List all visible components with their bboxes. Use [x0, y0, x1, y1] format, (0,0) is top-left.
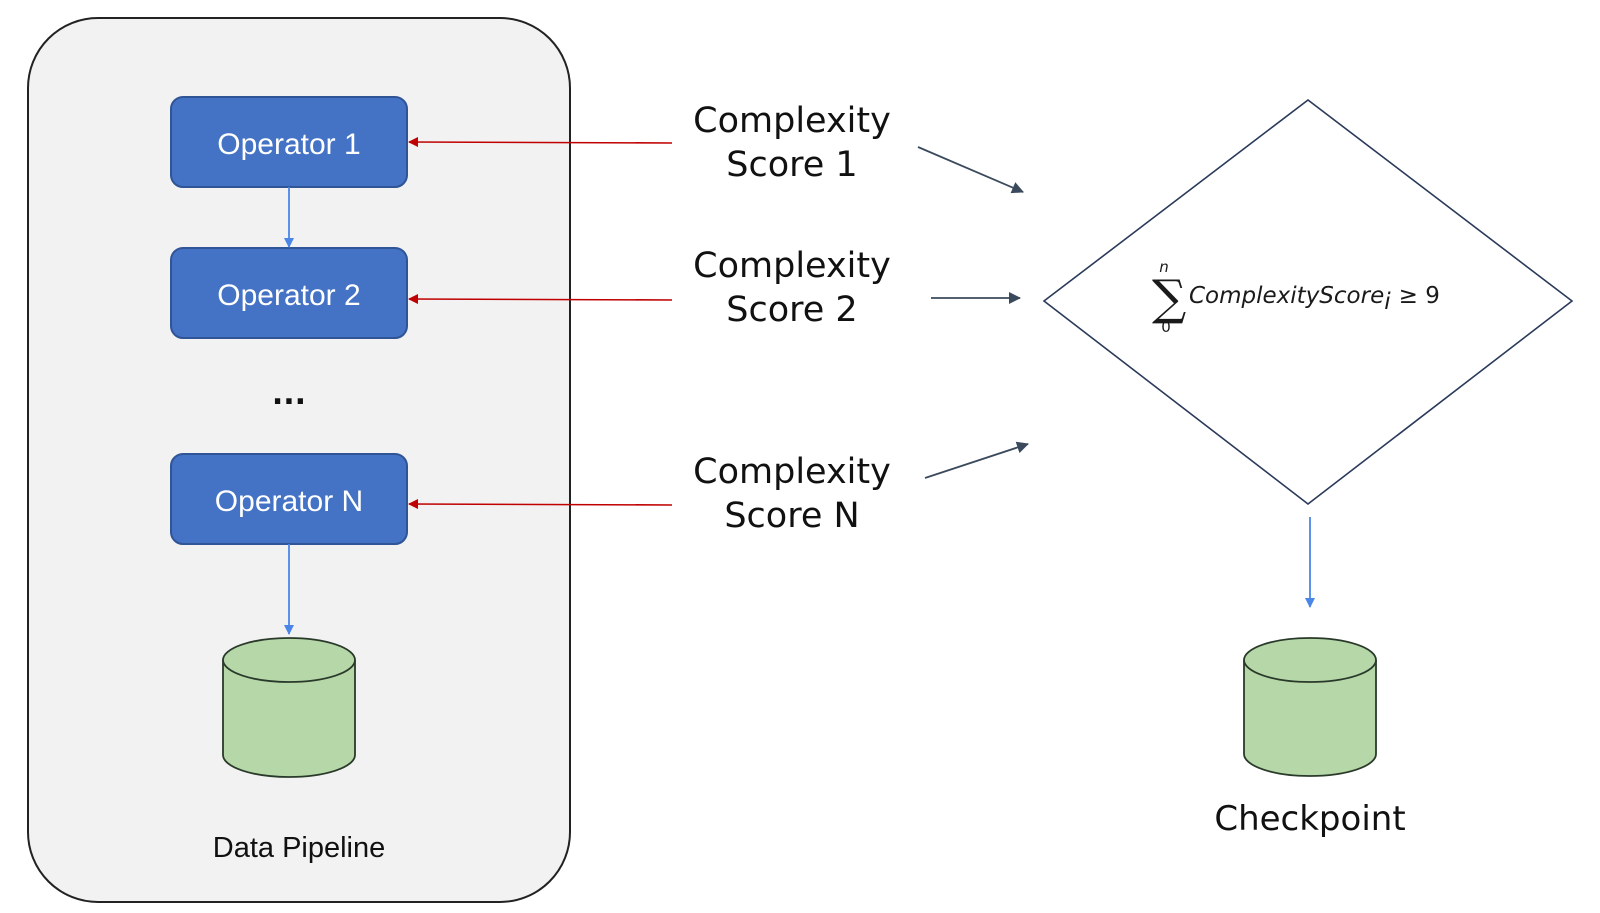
operator-n-label: Operator N — [215, 485, 363, 518]
score-n-to-operator-n-arrow — [408, 499, 673, 510]
svg-text:Complexity: Complexity — [693, 452, 891, 492]
sigma-symbol: ∑ — [1152, 270, 1186, 326]
checkpoint-label: Checkpoint — [1214, 799, 1405, 839]
svg-text:Complexity: Complexity — [693, 101, 891, 141]
complexity-sum-formula: ∑ n 0 ComplexityScorei≥ 9 — [1152, 258, 1440, 336]
pipeline-database-icon — [222, 637, 356, 778]
svg-text:n: n — [1159, 258, 1169, 276]
complexity-score-n-label: Complexity Score N — [693, 452, 891, 536]
operator-2-box: Operator 2 — [170, 247, 408, 339]
decision-diamond — [1042, 98, 1574, 506]
operator-2-label: Operator 2 — [217, 279, 360, 312]
operator-n-box: Operator N — [170, 453, 408, 545]
svg-text:Complexity: Complexity — [693, 246, 891, 286]
svg-text:ComplexityScorei≥ 9: ComplexityScorei≥ 9 — [1189, 283, 1440, 315]
svg-text:Score N: Score N — [724, 496, 859, 536]
operator-1-box: Operator 1 — [170, 96, 408, 188]
score-2-to-operator-2-arrow — [408, 294, 673, 305]
operators-ellipsis: ... — [272, 377, 306, 412]
score-1-to-operator-1-arrow — [408, 137, 673, 148]
complexity-score-1-label: Complexity Score 1 — [693, 101, 891, 185]
operator-1-label: Operator 1 — [217, 128, 360, 161]
svg-text:Score 2: Score 2 — [726, 290, 857, 330]
data-pipeline-label: Data Pipeline — [213, 832, 386, 864]
complexity-score-2-label: Complexity Score 2 — [693, 246, 891, 330]
svg-text:Score 1: Score 1 — [726, 145, 857, 185]
score-1-to-decision-arrow — [917, 146, 1024, 194]
score-n-to-decision-arrow — [924, 441, 1029, 479]
svg-text:0: 0 — [1161, 318, 1171, 336]
checkpoint-database-icon — [1243, 637, 1377, 777]
